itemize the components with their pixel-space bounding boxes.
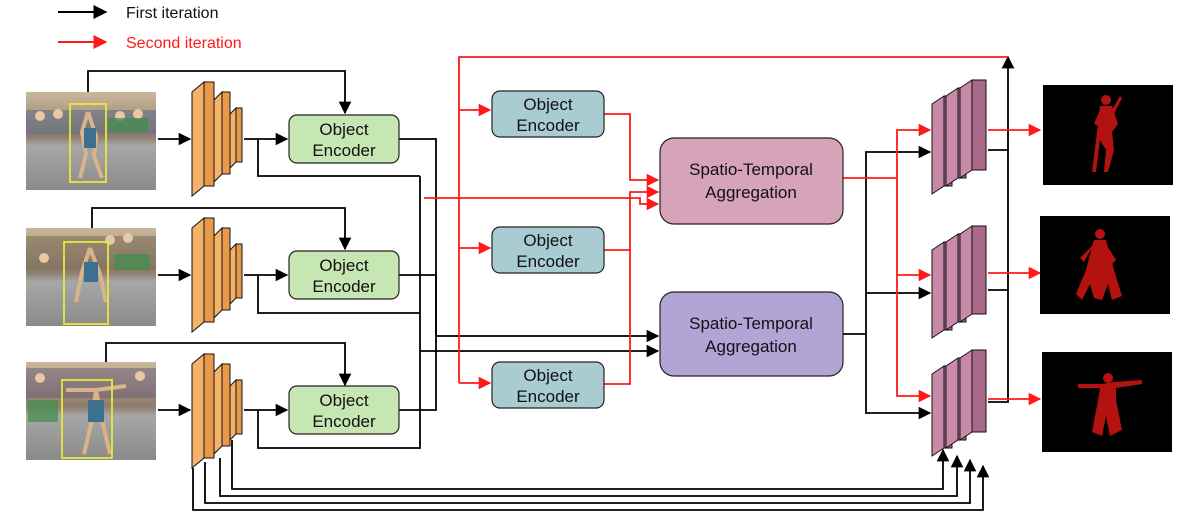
decoder-2 (931, 225, 987, 339)
output-mask-1 (1043, 85, 1173, 185)
object-encoder-label-line2: Encoder (312, 277, 376, 296)
decoder-1 (931, 79, 987, 195)
object-encoder-label-line2: Encoder (312, 412, 376, 431)
object-encoder-label-line1: Object (523, 231, 572, 250)
object-encoder-label-line2: Encoder (516, 387, 580, 406)
legend-first-label: First iteration (126, 5, 218, 22)
object-encoder-label-line1: Object (319, 391, 368, 410)
output-mask-3 (1042, 352, 1172, 452)
sta-second-iteration: Spatio-Temporal Aggregation (659, 137, 844, 225)
sta-label-line1: Spatio-Temporal (689, 314, 813, 333)
backbone-1 (191, 80, 243, 198)
object-encoder-first-2: Object Encoder (288, 250, 400, 300)
bounding-box (61, 379, 113, 459)
object-encoder-second-3: Object Encoder (491, 361, 605, 409)
object-encoder-label-line1: Object (319, 120, 368, 139)
sta-label-line2: Aggregation (705, 183, 797, 202)
object-encoder-label-line1: Object (319, 256, 368, 275)
second-iteration-connections (424, 56, 1042, 406)
legend: First iteration Second iteration (58, 5, 242, 52)
object-encoder-label-line2: Encoder (516, 116, 580, 135)
bounding-box (69, 103, 107, 183)
object-encoder-first-1: Object Encoder (288, 114, 400, 164)
object-encoder-label-line2: Encoder (312, 141, 376, 160)
backbone-3 (191, 352, 243, 470)
object-encoder-second-2: Object Encoder (491, 226, 605, 274)
legend-second-label: Second iteration (126, 35, 242, 52)
input-frame-2 (26, 228, 156, 326)
sta-first-iteration: Spatio-Temporal Aggregation (659, 291, 844, 377)
object-encoder-label-line1: Object (523, 95, 572, 114)
decoder-3 (931, 349, 987, 457)
sta-label-line2: Aggregation (705, 337, 797, 356)
object-encoder-label-line2: Encoder (516, 252, 580, 271)
object-encoder-label-line1: Object (523, 366, 572, 385)
bounding-box (63, 241, 109, 325)
backbone-2 (191, 216, 243, 334)
object-encoder-second-1: Object Encoder (491, 90, 605, 138)
output-mask-2 (1040, 216, 1170, 314)
input-frame-1 (26, 92, 156, 190)
first-iteration-connections (87, 55, 1015, 511)
sta-label-line1: Spatio-Temporal (689, 160, 813, 179)
input-frame-3 (26, 362, 156, 460)
object-encoder-first-3: Object Encoder (288, 385, 400, 435)
